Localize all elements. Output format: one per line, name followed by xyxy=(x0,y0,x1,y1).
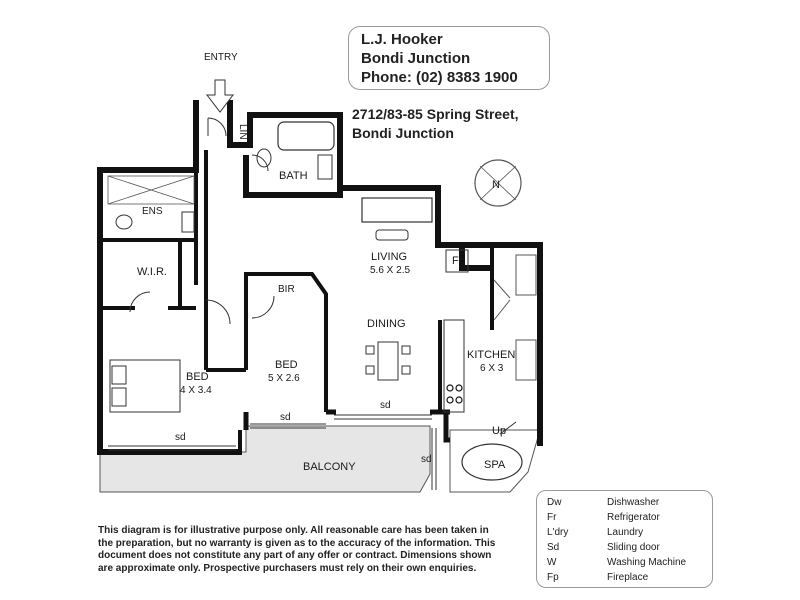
legend-meaning: Fireplace xyxy=(607,572,649,583)
entry-arrow xyxy=(205,79,235,113)
interior-walls xyxy=(100,150,494,452)
agency-name: L.J. Hooker xyxy=(361,31,443,48)
address-line-1: 2712/83-85 Spring Street, xyxy=(352,106,519,122)
bath-basin xyxy=(317,154,333,180)
disclaimer-line: are approximate only. Prospective purcha… xyxy=(98,562,477,574)
legend-abbr: Dw xyxy=(547,497,562,508)
coffee-table xyxy=(375,229,409,241)
door-swings xyxy=(129,117,517,435)
legend-row: L'dry Laundry xyxy=(547,525,712,540)
bed2-name-label: BED xyxy=(275,359,298,371)
disclaimer-line: document does not constitute any part of… xyxy=(98,550,492,561)
disclaimer-line: This diagram is for illustrative purpose… xyxy=(98,525,489,536)
legend-meaning: Sliding door xyxy=(607,542,660,553)
address-line-2: Bondi Junction xyxy=(352,125,454,141)
bir-label: BIR xyxy=(278,284,295,295)
ens-basin xyxy=(181,211,195,233)
lin-label: LIN xyxy=(237,124,248,140)
up-label: Up xyxy=(492,425,506,437)
living-name-label: LIVING xyxy=(371,251,407,263)
agency-box: L.J. Hooker Bondi Junction Phone: (02) 8… xyxy=(348,26,550,90)
agency-office: Bondi Junction xyxy=(361,50,471,67)
compass-north-label: N xyxy=(492,179,500,191)
bed2-dims-label: 5 X 2.6 xyxy=(268,373,300,384)
legend-abbr: W xyxy=(547,557,557,568)
bed1-dims-label: 4 X 3.4 xyxy=(180,385,212,396)
sd-bed2-label: sd xyxy=(280,412,291,423)
sliding-doors xyxy=(108,414,437,490)
dining-set xyxy=(365,341,411,381)
legend-row: Fr Refrigerator xyxy=(547,510,712,525)
fridge xyxy=(445,249,469,273)
disclaimer-line: the preparation, but no warranty is give… xyxy=(98,537,496,549)
kitchen-bench xyxy=(443,319,465,413)
legend-row: Dw Dishwasher xyxy=(547,495,712,510)
agency-phone: Phone: (02) 8383 1900 xyxy=(361,69,518,86)
legend-row: Fp Fireplace xyxy=(547,570,712,585)
entry-label: ENTRY xyxy=(204,52,238,63)
cooktop xyxy=(446,384,463,404)
balcony-area xyxy=(99,425,431,493)
sd-balcony-label: sd xyxy=(421,454,432,465)
bed1-name-label: BED xyxy=(186,371,209,383)
exterior-walls xyxy=(97,100,543,455)
dining-label: DINING xyxy=(367,318,406,330)
legend-abbr: L'dry xyxy=(547,527,569,538)
kitchen-dims-label: 6 X 3 xyxy=(480,363,504,374)
legend-abbr: Fr xyxy=(547,512,557,523)
property-address: 2712/83-85 Spring Street, Bondi Junction xyxy=(352,105,519,143)
compass xyxy=(474,159,522,207)
bath-toilet xyxy=(256,148,272,168)
legend-meaning: Laundry xyxy=(607,527,644,538)
ens-toilet xyxy=(115,214,133,230)
balcony-label: BALCONY xyxy=(303,461,356,473)
legend-meaning: Washing Machine xyxy=(607,557,687,568)
sd-bed1-label: sd xyxy=(175,432,186,443)
spa-label: SPA xyxy=(484,459,506,471)
sd-dining-label: sd xyxy=(380,400,391,411)
legend-meaning: Refrigerator xyxy=(607,512,660,523)
wir-label: W.I.R. xyxy=(137,266,167,278)
shower xyxy=(107,175,195,205)
ens-label: ENS xyxy=(142,206,163,217)
kitchen-name-label: KITCHEN xyxy=(467,349,515,361)
legend-abbr: Fp xyxy=(547,572,559,583)
fridge-label: Fr xyxy=(452,255,463,267)
bath-label: BATH xyxy=(279,170,308,182)
legend-row: W Washing Machine xyxy=(547,555,712,570)
bed-furniture xyxy=(109,359,181,413)
spa-tub xyxy=(461,443,523,481)
legend-meaning: Dishwasher xyxy=(607,497,660,508)
disclaimer: This diagram is for illustrative purpose… xyxy=(98,525,530,575)
sofa xyxy=(361,197,433,223)
spa-deck-outline xyxy=(449,429,541,493)
legend-row: Sd Sliding door xyxy=(547,540,712,555)
legend-abbr: Sd xyxy=(547,542,560,553)
bathtub xyxy=(277,121,335,151)
living-dims-label: 5.6 X 2.5 xyxy=(370,265,410,276)
legend-box: Dw Dishwasher Fr Refrigerator L'dry Laun… xyxy=(536,490,713,588)
kitchen-cupboards xyxy=(493,254,537,381)
